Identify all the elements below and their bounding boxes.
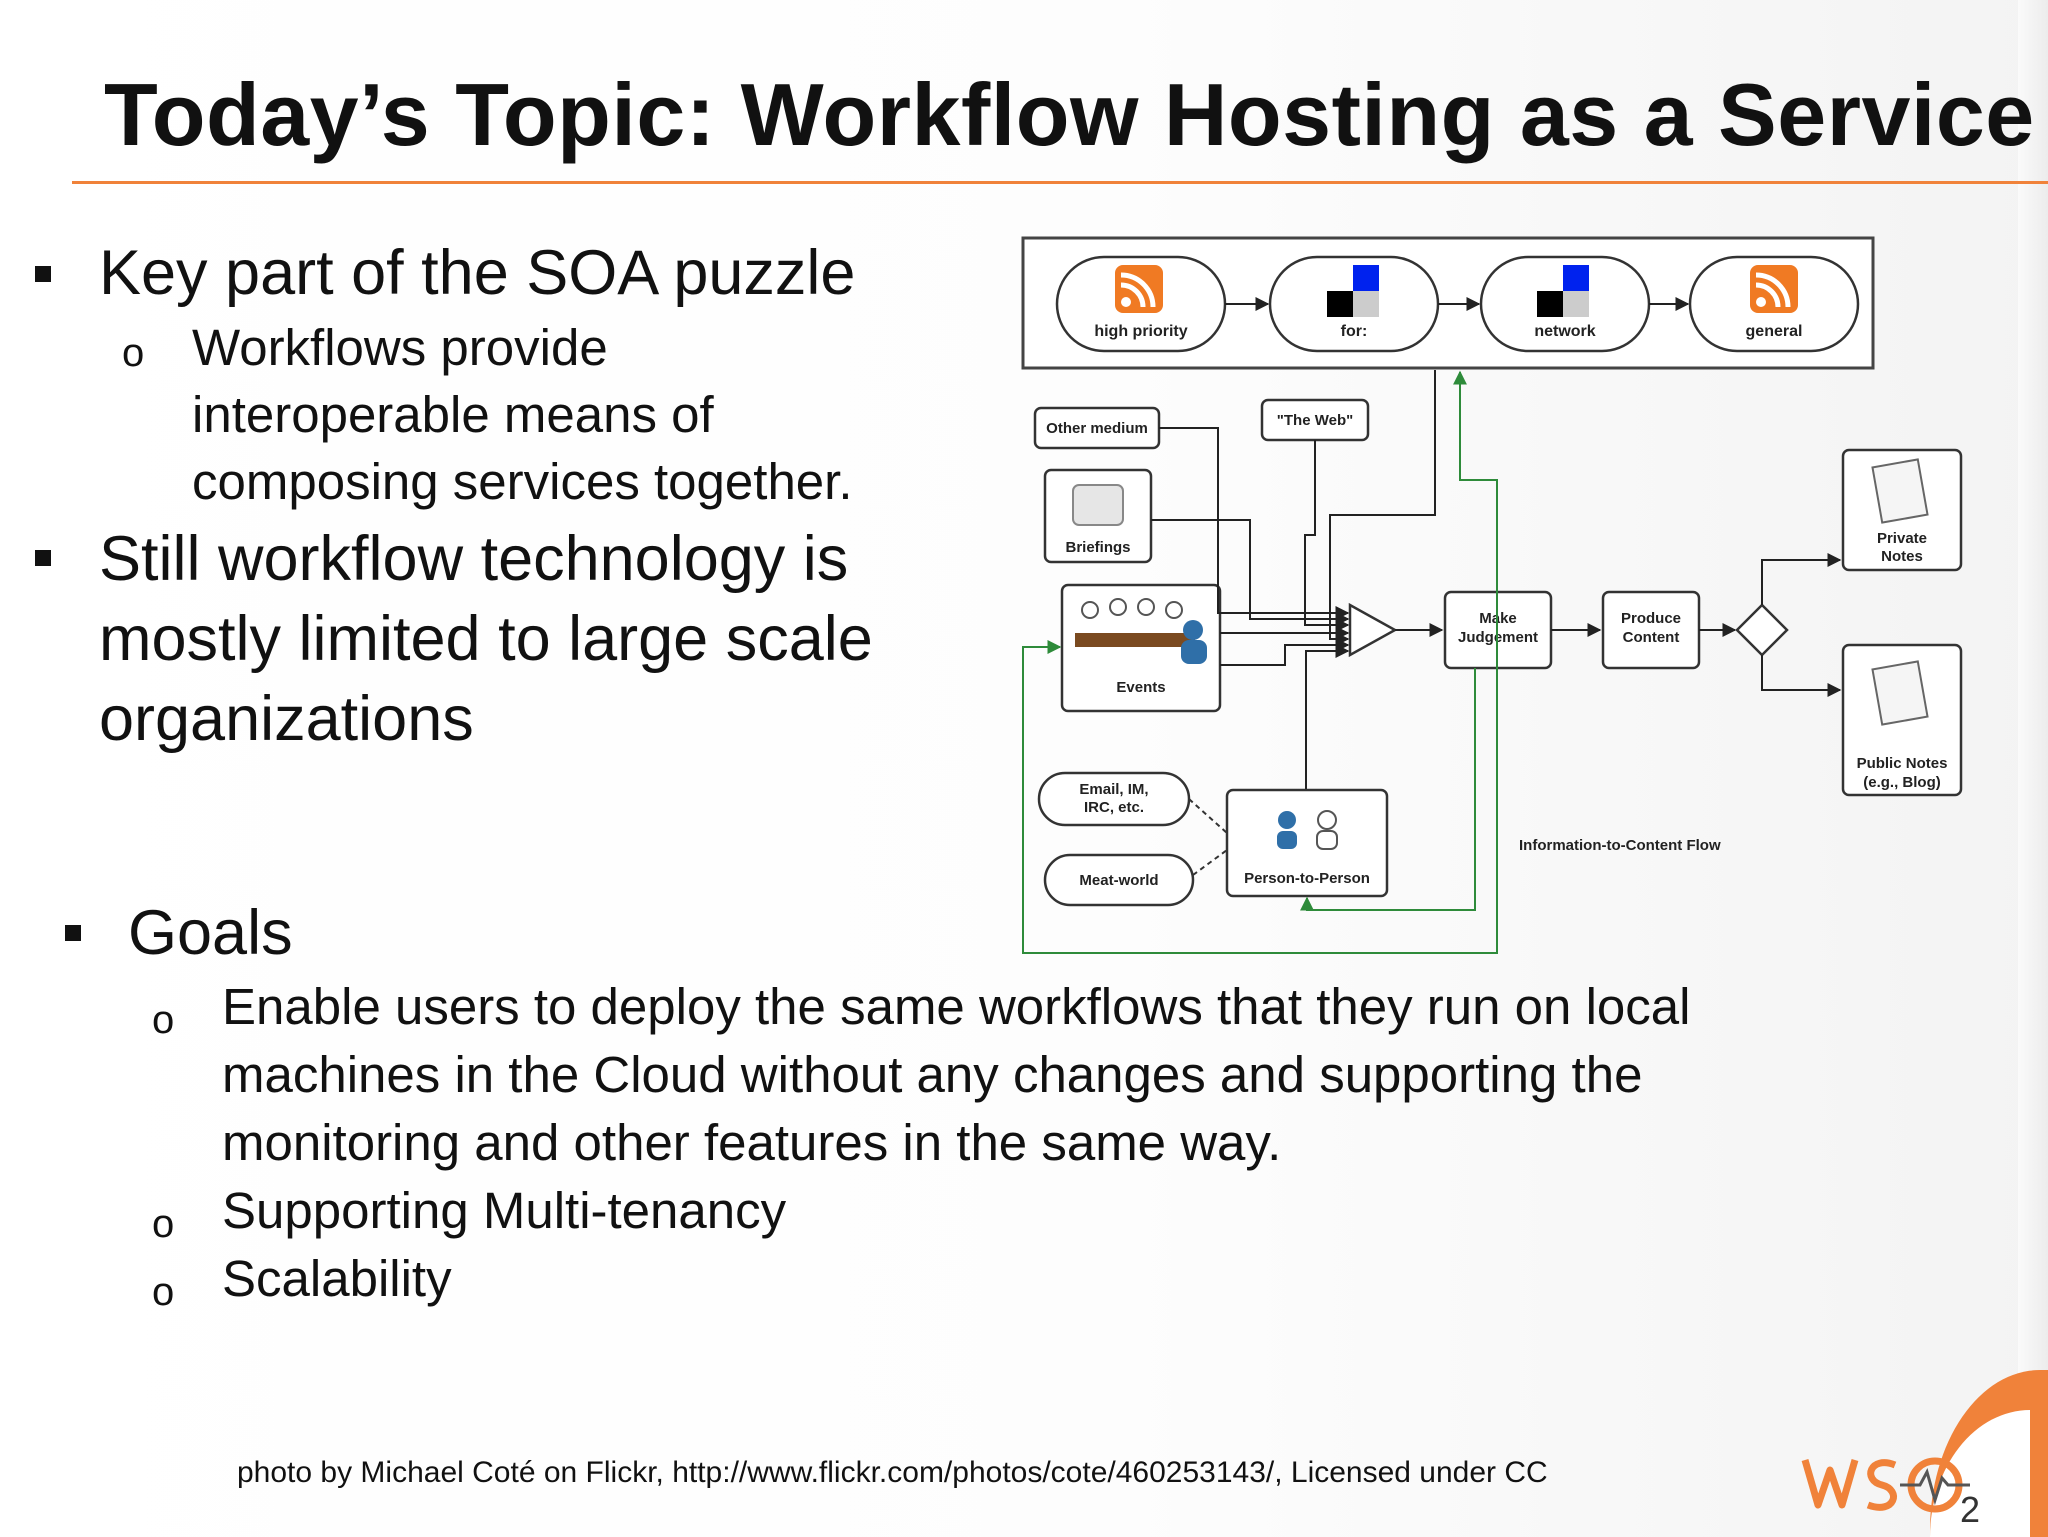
merge-triangle — [1348, 602, 1398, 658]
goals-label: Goals — [128, 898, 293, 968]
sub-bullet-circle: o — [152, 998, 175, 1042]
pill-label-network: network — [1534, 323, 1595, 340]
bullet-square — [35, 266, 51, 282]
label-eg-blog: (e.g., Blog) — [1863, 774, 1941, 791]
bullet-square — [35, 550, 51, 566]
pill-label-general: general — [1746, 323, 1803, 340]
label-other-medium: Other medium — [1046, 420, 1148, 437]
box-events — [1060, 583, 1222, 713]
person-icon — [1278, 811, 1296, 829]
bullet-2-line-2: mostly limited to large scale — [99, 604, 873, 674]
label-public-notes: Public Notes — [1857, 755, 1948, 772]
decision-diamond — [1735, 603, 1789, 657]
goal-3-text: Scalability — [222, 1250, 452, 1307]
bullet-2-line-1: Still workflow technology is — [99, 524, 849, 594]
document-icon — [1871, 660, 1929, 726]
rss-icon — [1115, 265, 1163, 313]
bullet-square — [65, 925, 81, 941]
box-person-to-person — [1225, 788, 1389, 898]
pill-label-for: for: — [1341, 323, 1368, 340]
bullet-1-sub-line-2: interoperable means of — [192, 386, 714, 443]
wso2-logo: 2 — [1801, 1457, 1980, 1530]
goal-1-line-1: Enable users to deploy the same workflow… — [222, 978, 1691, 1035]
label-email: Email, IM, — [1079, 781, 1148, 798]
goal-1-line-2: machines in the Cloud without any change… — [222, 1046, 1643, 1103]
bullet-2-line-3: organizations — [99, 684, 474, 754]
pill-meat-world — [1043, 853, 1195, 907]
label-irc: IRC, etc. — [1084, 799, 1144, 816]
rss-icon — [1750, 265, 1798, 313]
label-the-web: "The Web" — [1277, 412, 1353, 429]
sub-bullet-circle: o — [152, 1202, 175, 1246]
label-events: Events — [1116, 679, 1165, 696]
bullet-1-sub-line-1: Workflows provide — [192, 319, 608, 376]
label-meat-world: Meat-world — [1079, 872, 1158, 889]
goal-1-line-3: monitoring and other features in the sam… — [222, 1114, 1282, 1171]
label-person-to-person: Person-to-Person — [1244, 870, 1370, 887]
title-underline — [72, 181, 2048, 184]
svg-text:2: 2 — [1960, 1489, 1980, 1530]
goal-2-text: Supporting Multi-tenancy — [222, 1182, 787, 1239]
label-content: Content — [1623, 629, 1680, 646]
sub-bullet-circle: o — [152, 1270, 175, 1314]
label-private: Private — [1877, 530, 1927, 547]
label-briefings: Briefings — [1065, 539, 1130, 556]
sub-bullet-circle: o — [122, 331, 145, 375]
meeting-table-icon — [1075, 633, 1195, 647]
photo-credit: photo by Michael Coté on Flickr, http://… — [237, 1456, 1548, 1489]
diagram-caption: Information-to-Content Flow — [1519, 837, 1721, 854]
right-edge-bar — [2018, 0, 2048, 1537]
label-produce: Produce — [1621, 610, 1681, 627]
slide-title: Today’s Topic: Workflow Hosting as a Ser… — [104, 65, 2035, 164]
phone-icon — [1072, 484, 1124, 526]
workflow-diagram-image: high priority for: network general Other… — [1021, 236, 1963, 954]
bullet-1-sub-line-3: composing services together. — [192, 453, 853, 510]
pill-label-high-priority: high priority — [1094, 323, 1187, 340]
bullet-1-text: Key part of the SOA puzzle — [99, 238, 856, 308]
label-notes: Notes — [1881, 548, 1923, 565]
document-icon — [1871, 458, 1929, 524]
